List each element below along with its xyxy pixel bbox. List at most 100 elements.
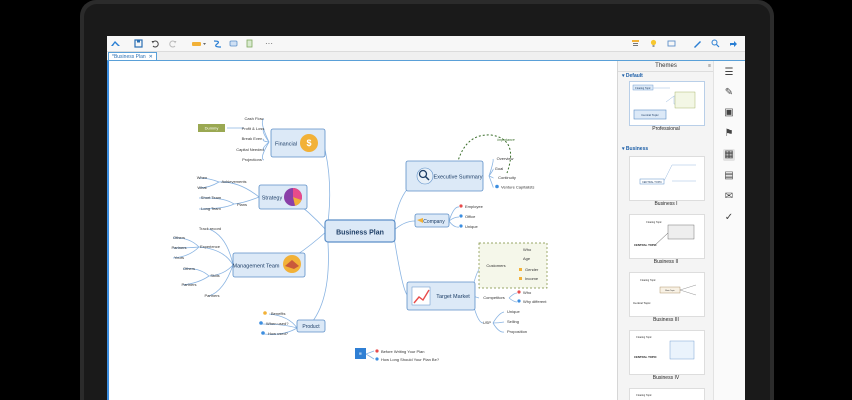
presentation-icon[interactable]: [666, 38, 677, 49]
redo-icon[interactable]: [167, 38, 178, 49]
topic-style-icon[interactable]: [191, 38, 209, 49]
management-yours[interactable]: Yours: [174, 255, 184, 260]
summary-icon[interactable]: [244, 38, 255, 49]
company-employee[interactable]: Employee: [465, 204, 484, 209]
marker-icon: [517, 290, 521, 294]
central-topic[interactable]: [324, 219, 396, 243]
executive-continuity[interactable]: Continuity: [498, 175, 516, 180]
format-list-icon[interactable]: ☰: [724, 67, 734, 78]
theme-label-business-3: Business III: [653, 317, 679, 323]
company-office[interactable]: Office: [465, 214, 476, 219]
undo-icon[interactable]: [150, 38, 161, 49]
target-customers[interactable]: Customers: [486, 263, 505, 268]
theme-floating-topic-text: Floating Topic: [636, 336, 652, 339]
management-partners-sub[interactable]: Partners: [171, 245, 186, 250]
executive-goal[interactable]: Goal: [495, 166, 504, 171]
marker-icon: [375, 349, 379, 353]
strategy-when[interactable]: When: [197, 175, 207, 180]
theme-label-business-4: Business IV: [652, 375, 680, 381]
strategy-short-team[interactable]: Short Team: [201, 195, 222, 200]
topic-executive-label: Executive Summary: [434, 175, 483, 181]
usp-unique[interactable]: Unique: [507, 309, 520, 314]
theme-thumb-business-5[interactable]: Floating Topic: [629, 388, 705, 400]
close-icon[interactable]: ✕: [148, 54, 153, 60]
executive-venture-capitalists[interactable]: Venture Capitalists: [501, 185, 534, 190]
boundary-icon[interactable]: [228, 38, 239, 49]
tab-business-plan[interactable]: *Business Plan✕: [108, 52, 157, 60]
target-usp[interactable]: USP: [483, 320, 492, 325]
theme-central-topic-text: CENTRAL TOPIC: [642, 181, 662, 184]
usp-selling[interactable]: Selling: [507, 319, 519, 324]
marker-icon: [375, 357, 379, 361]
outliner-icon[interactable]: [630, 38, 641, 49]
relationship-note[interactable]: Importance: [497, 138, 515, 142]
product-benefits[interactable]: Benefits: [271, 311, 285, 316]
customer-gender[interactable]: Gender: [525, 267, 539, 272]
floating-item[interactable]: Before Writing Your Plan: [381, 349, 425, 354]
management-track-record[interactable]: Track record: [199, 226, 221, 231]
side-icon-strip: ☰ ✎ ▣ ⚑ ▦ ▤ ✉ ✓: [713, 61, 745, 400]
theme-central-topic-text: CENTRAL TOPIC: [634, 355, 657, 359]
financial-item[interactable]: Cash Flow: [245, 116, 264, 121]
product-how-used[interactable]: How used?: [268, 331, 289, 336]
relationship-icon[interactable]: [212, 38, 223, 49]
marker-icon: [259, 321, 263, 325]
panel-menu-icon[interactable]: ≡: [708, 63, 711, 69]
financial-item[interactable]: Capital Needed: [236, 147, 264, 152]
pen-icon[interactable]: [692, 38, 703, 49]
customer-income[interactable]: Income: [525, 276, 539, 281]
topic-product[interactable]: [296, 319, 326, 333]
theme-label-business-1: Business I: [654, 201, 678, 207]
brush-icon[interactable]: ✎: [724, 87, 734, 98]
theme-thumb-business-4[interactable]: Floating Topic CENTRAL TOPIC: [629, 330, 705, 375]
search-icon[interactable]: [710, 38, 721, 49]
strategy-achievements[interactable]: Achievements: [221, 179, 246, 184]
management-partners-skill[interactable]: Partners: [181, 282, 196, 287]
app-window: ··· *Business Plan✕: [107, 36, 745, 400]
customer-who[interactable]: Who: [523, 247, 532, 252]
task-icon[interactable]: ✓: [724, 212, 734, 223]
image-icon[interactable]: ▣: [724, 107, 734, 118]
comment-icon[interactable]: ✉: [724, 191, 734, 202]
theme-thumb-professional[interactable]: Floating Topic Central Topic: [629, 81, 705, 126]
marker-icon: [263, 311, 267, 315]
management-others-sub[interactable]: Others: [183, 266, 195, 271]
competitor-who[interactable]: Who: [523, 290, 532, 295]
summary-dummy[interactable]: [198, 124, 225, 132]
customer-age[interactable]: Age: [523, 256, 531, 261]
floating-topic[interactable]: [355, 348, 366, 359]
strategy-long-team[interactable]: Long Team: [201, 206, 221, 211]
target-competitors[interactable]: Competitors: [483, 295, 505, 300]
company-unique[interactable]: Unique: [465, 224, 478, 229]
theme-thumb-business-2[interactable]: Floating Topic CENTRAL TOPIC: [629, 214, 705, 259]
section-default-label: Default: [625, 73, 643, 79]
share-icon[interactable]: [728, 38, 739, 49]
usp-proposition[interactable]: Proposition: [507, 329, 527, 334]
executive-overview[interactable]: Overview: [497, 156, 514, 161]
management-skills[interactable]: Skills: [210, 273, 219, 278]
management-partners[interactable]: Partners: [204, 293, 219, 298]
strategy-plans[interactable]: Plans: [237, 202, 247, 207]
save-icon[interactable]: [133, 38, 144, 49]
mindmap-canvas[interactable]: Business Plan Financial $ Cash Flow Prof…: [107, 61, 617, 400]
strategy-what[interactable]: What: [197, 185, 207, 190]
theme-thumb-business-1[interactable]: CENTRAL TOPIC: [629, 156, 705, 201]
flag-icon[interactable]: ⚑: [724, 128, 734, 139]
note-icon[interactable]: ▤: [724, 170, 734, 181]
competitor-why-different[interactable]: Why different: [523, 299, 547, 304]
financial-item[interactable]: Projections: [242, 157, 262, 162]
management-experience[interactable]: Experience: [200, 244, 221, 249]
theme-icon[interactable]: ▦: [723, 149, 735, 161]
product-when-used[interactable]: When used?: [266, 321, 289, 326]
idea-bulb-icon[interactable]: [648, 38, 659, 49]
more-button[interactable]: ···: [265, 39, 273, 48]
financial-item[interactable]: Break Even: [242, 136, 263, 141]
floating-item[interactable]: How Long Should Your Plan Be?: [381, 357, 440, 362]
magnifier-handle: [424, 175, 430, 181]
theme-thumb-business-3[interactable]: Floating Topic Central Topic Main Topic: [629, 272, 705, 317]
topic-company[interactable]: [414, 213, 450, 228]
financial-item[interactable]: Profit & Loss: [242, 126, 265, 131]
mountain-logo-icon[interactable]: [110, 38, 121, 49]
document-tab-bar: *Business Plan✕: [107, 52, 745, 61]
management-others[interactable]: Others: [173, 235, 185, 240]
